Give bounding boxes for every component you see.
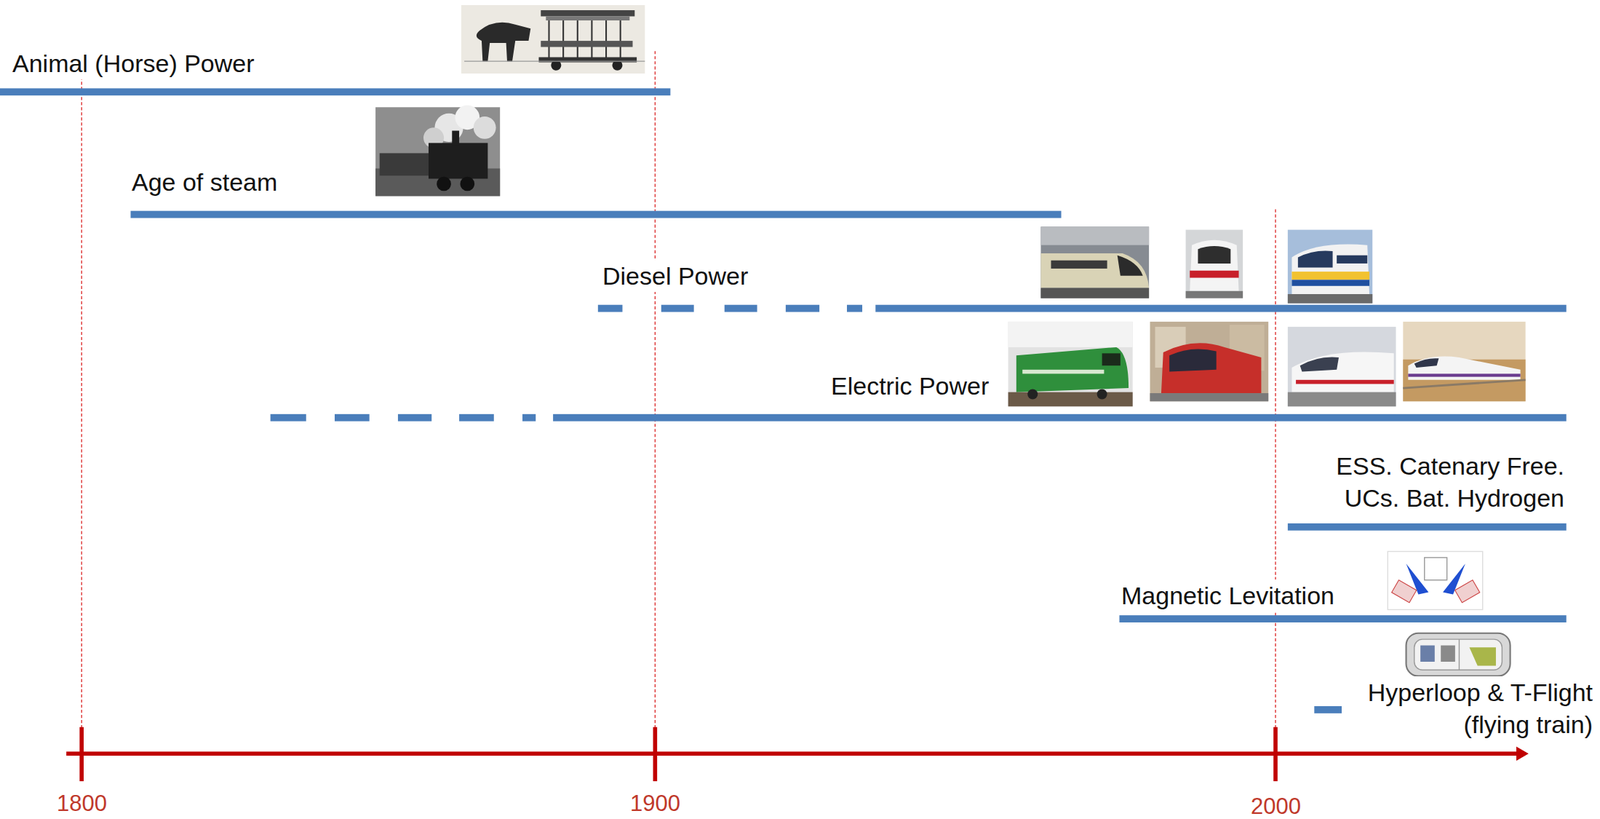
high-speed-train-photo (1402, 321, 1526, 401)
horse-tram-photo (461, 5, 645, 74)
electric-locomotive-photo (1008, 321, 1133, 407)
diesel-train-photo (1287, 229, 1373, 304)
year-label: 2000 (1248, 791, 1304, 819)
hyperloop-pod-icon (1406, 633, 1511, 676)
tram-photo (1150, 321, 1269, 401)
year-label: 1900 (627, 788, 683, 818)
time-axis (66, 726, 1529, 781)
diesel-train-photo (1040, 226, 1149, 298)
diesel-train-photo (1185, 229, 1244, 299)
era-label: Electric Power (828, 369, 991, 402)
maglev-icon (1387, 550, 1483, 610)
era-label: Magnetic Levitation (1119, 579, 1337, 612)
steam-locomotive-photo (375, 104, 500, 196)
high-speed-train-photo (1287, 326, 1397, 407)
era-bar (0, 88, 1567, 713)
year-guide (81, 50, 1276, 754)
era-label: Animal (Horse) Power (10, 47, 257, 80)
era-label: Diesel Power (600, 259, 751, 292)
era-label: Age of steam (129, 165, 280, 198)
era-label: ESS. Catenary Free. UCs. Bat. Hydrogen (1313, 449, 1567, 514)
era-label: Hyperloop & T-Flight (flying train) (1341, 675, 1595, 740)
year-label: 1800 (54, 788, 110, 818)
